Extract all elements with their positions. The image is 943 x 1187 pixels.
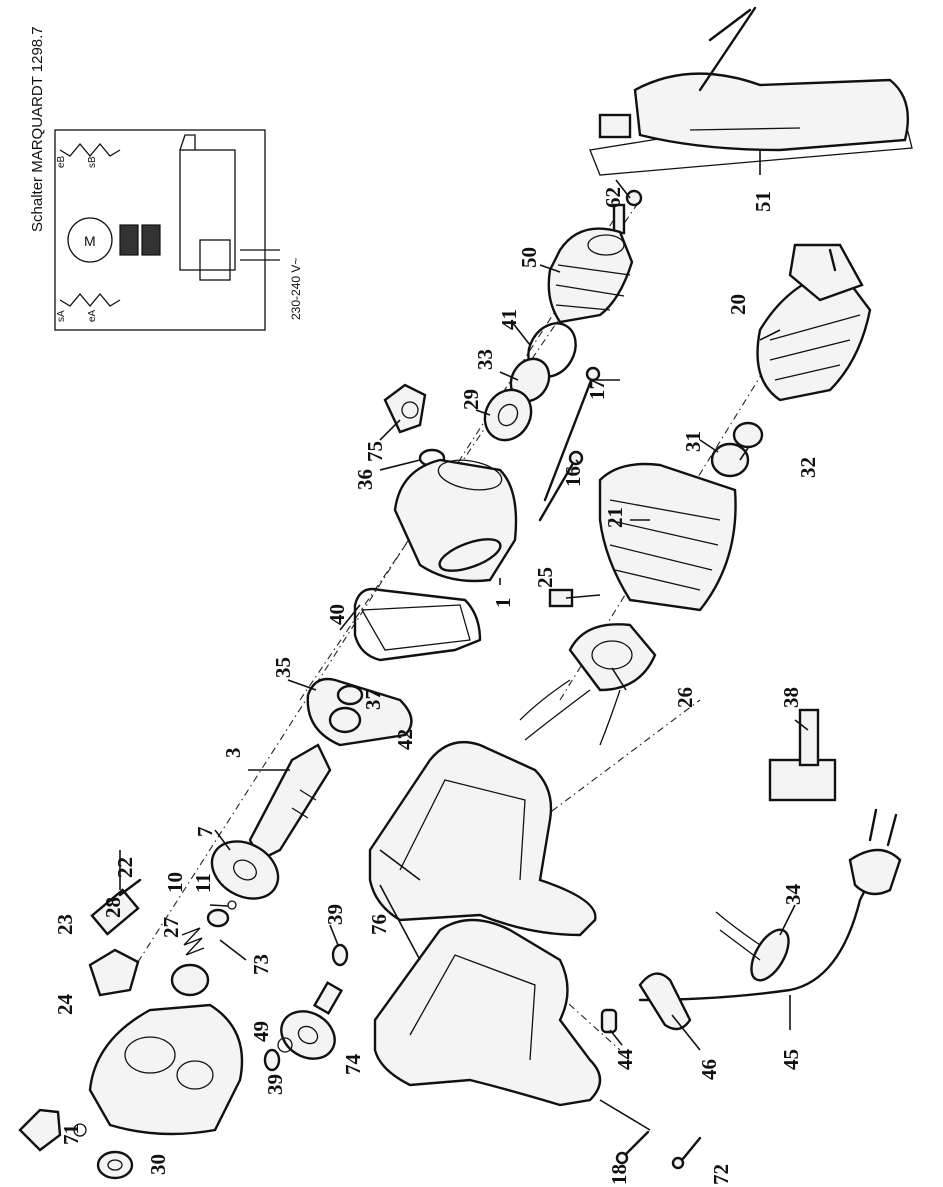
part-bushing-39a <box>331 943 349 967</box>
label-part-50: 50 <box>517 247 541 268</box>
label-part-34: 34 <box>781 884 805 906</box>
schematic-label-sA: sA <box>56 310 67 322</box>
part-clamp-71 <box>18 1108 87 1152</box>
wiring-schematic: Schalter MARQUARDT 1298.7 M 230-240 V~ s… <box>29 26 303 331</box>
label-part-75: 75 <box>363 441 387 462</box>
part-bearing-31-32 <box>710 421 764 478</box>
label-part-30: 30 <box>146 1154 170 1175</box>
label-part-16: 16 <box>561 466 585 487</box>
part-washer-49 <box>277 1037 293 1053</box>
label-part-46: 46 <box>697 1059 721 1080</box>
label-part-36: 36 <box>353 469 377 490</box>
schematic-label-sB: sB <box>87 156 98 168</box>
label-part-33: 33 <box>473 349 497 370</box>
part-screw-62 <box>612 189 643 235</box>
part-strain-relief-44 <box>600 1008 618 1034</box>
label-part-39b: 39 <box>263 1074 287 1095</box>
label-part-22: 22 <box>113 857 137 878</box>
part-housing-76 <box>368 740 602 1107</box>
label-part-1: 1 <box>491 598 515 609</box>
label-part-11: 11 <box>191 873 215 893</box>
label-part-72: 72 <box>709 1164 733 1185</box>
label-part-40: 40 <box>325 604 349 625</box>
label-part-31: 31 <box>681 431 705 452</box>
part-capacitor-34 <box>715 911 790 982</box>
leader-lines <box>119 150 809 1131</box>
label-part-20: 20 <box>726 294 750 315</box>
label-part-25: 25 <box>533 567 557 588</box>
label-part-74: 74 <box>341 1054 365 1076</box>
label-part-38: 38 <box>779 687 803 708</box>
label-part-17: 17 <box>585 379 609 400</box>
part-spring-27 <box>181 927 205 956</box>
label-part-29: 29 <box>459 389 483 410</box>
label-part-3: 3 <box>221 748 245 759</box>
label-part-39a: 39 <box>323 904 347 925</box>
label-part-26: 26 <box>673 687 697 708</box>
part-lock-group <box>88 878 142 997</box>
label-part-73: 73 <box>249 954 273 975</box>
part-bushing-39b <box>263 1048 281 1072</box>
label-part-51: 51 <box>751 191 775 212</box>
part-screw-72 <box>671 1136 702 1170</box>
schematic-label-eA: eA <box>87 309 98 322</box>
part-long-screw-17 <box>543 376 594 502</box>
switch-body <box>179 149 236 271</box>
label-part-49: 49 <box>249 1021 273 1042</box>
label-part-37: 37 <box>361 689 385 710</box>
part-gear-housing <box>88 1003 244 1136</box>
part-washer-10 <box>206 908 230 928</box>
part-screw-18 <box>615 1130 650 1165</box>
label-part-24: 24 <box>53 994 77 1016</box>
label-part-45: 45 <box>779 1049 803 1070</box>
label-part-27: 27 <box>159 917 183 938</box>
label-part-10: 10 <box>163 872 187 893</box>
part-seal-37 <box>336 684 364 706</box>
part-knob-75 <box>383 383 427 434</box>
part-brushes-38 <box>768 708 837 802</box>
part-chuck <box>547 227 634 324</box>
label-part-35: 35 <box>271 657 295 678</box>
label-part-41: 41 <box>497 309 521 330</box>
part-front-housing <box>393 458 518 583</box>
part-gear-74 <box>280 981 344 1060</box>
label-part-42: 42 <box>393 729 417 750</box>
schematic-title: Schalter MARQUARDT 1298.7 <box>29 26 46 232</box>
part-bearing-30 <box>96 1150 134 1180</box>
part-gear-7 <box>210 840 280 900</box>
motor-label: M <box>84 233 96 249</box>
part-73 <box>170 963 210 997</box>
part-bearing-29 <box>483 388 533 442</box>
part-seal-42 <box>328 706 362 734</box>
part-sleeve-46 <box>638 972 692 1031</box>
label-part-76: 76 <box>367 914 391 935</box>
part-cable-45 <box>638 808 902 1002</box>
label-part-7: 7 <box>193 827 217 838</box>
label-part-62: 62 <box>601 187 625 208</box>
part-gasket-40 <box>353 587 482 662</box>
part-side-handle <box>589 6 913 176</box>
motor-symbol <box>67 217 113 263</box>
schematic-voltage: 230-240 V~ <box>289 258 303 320</box>
part-field-21 <box>598 462 737 612</box>
label-part-18: 18 <box>607 1164 631 1185</box>
part-labels: 1 3 7 10 11 16 17 18 20 21 22 23 24 25 2… <box>53 187 820 1185</box>
part-long-screw-16 <box>538 458 577 522</box>
part-brush-holder-26 <box>519 623 657 746</box>
label-part-28: 28 <box>101 897 125 918</box>
schematic-label-eB: eB <box>56 155 67 168</box>
part-spindle <box>248 743 332 862</box>
label-part-44: 44 <box>613 1049 637 1071</box>
part-pin-11 <box>227 900 237 910</box>
part-armature-20 <box>756 243 872 402</box>
label-part-23: 23 <box>53 914 77 935</box>
label-part-71: 71 <box>59 1124 83 1145</box>
label-part-32: 32 <box>796 457 820 478</box>
label-part-21: 21 <box>603 507 627 528</box>
